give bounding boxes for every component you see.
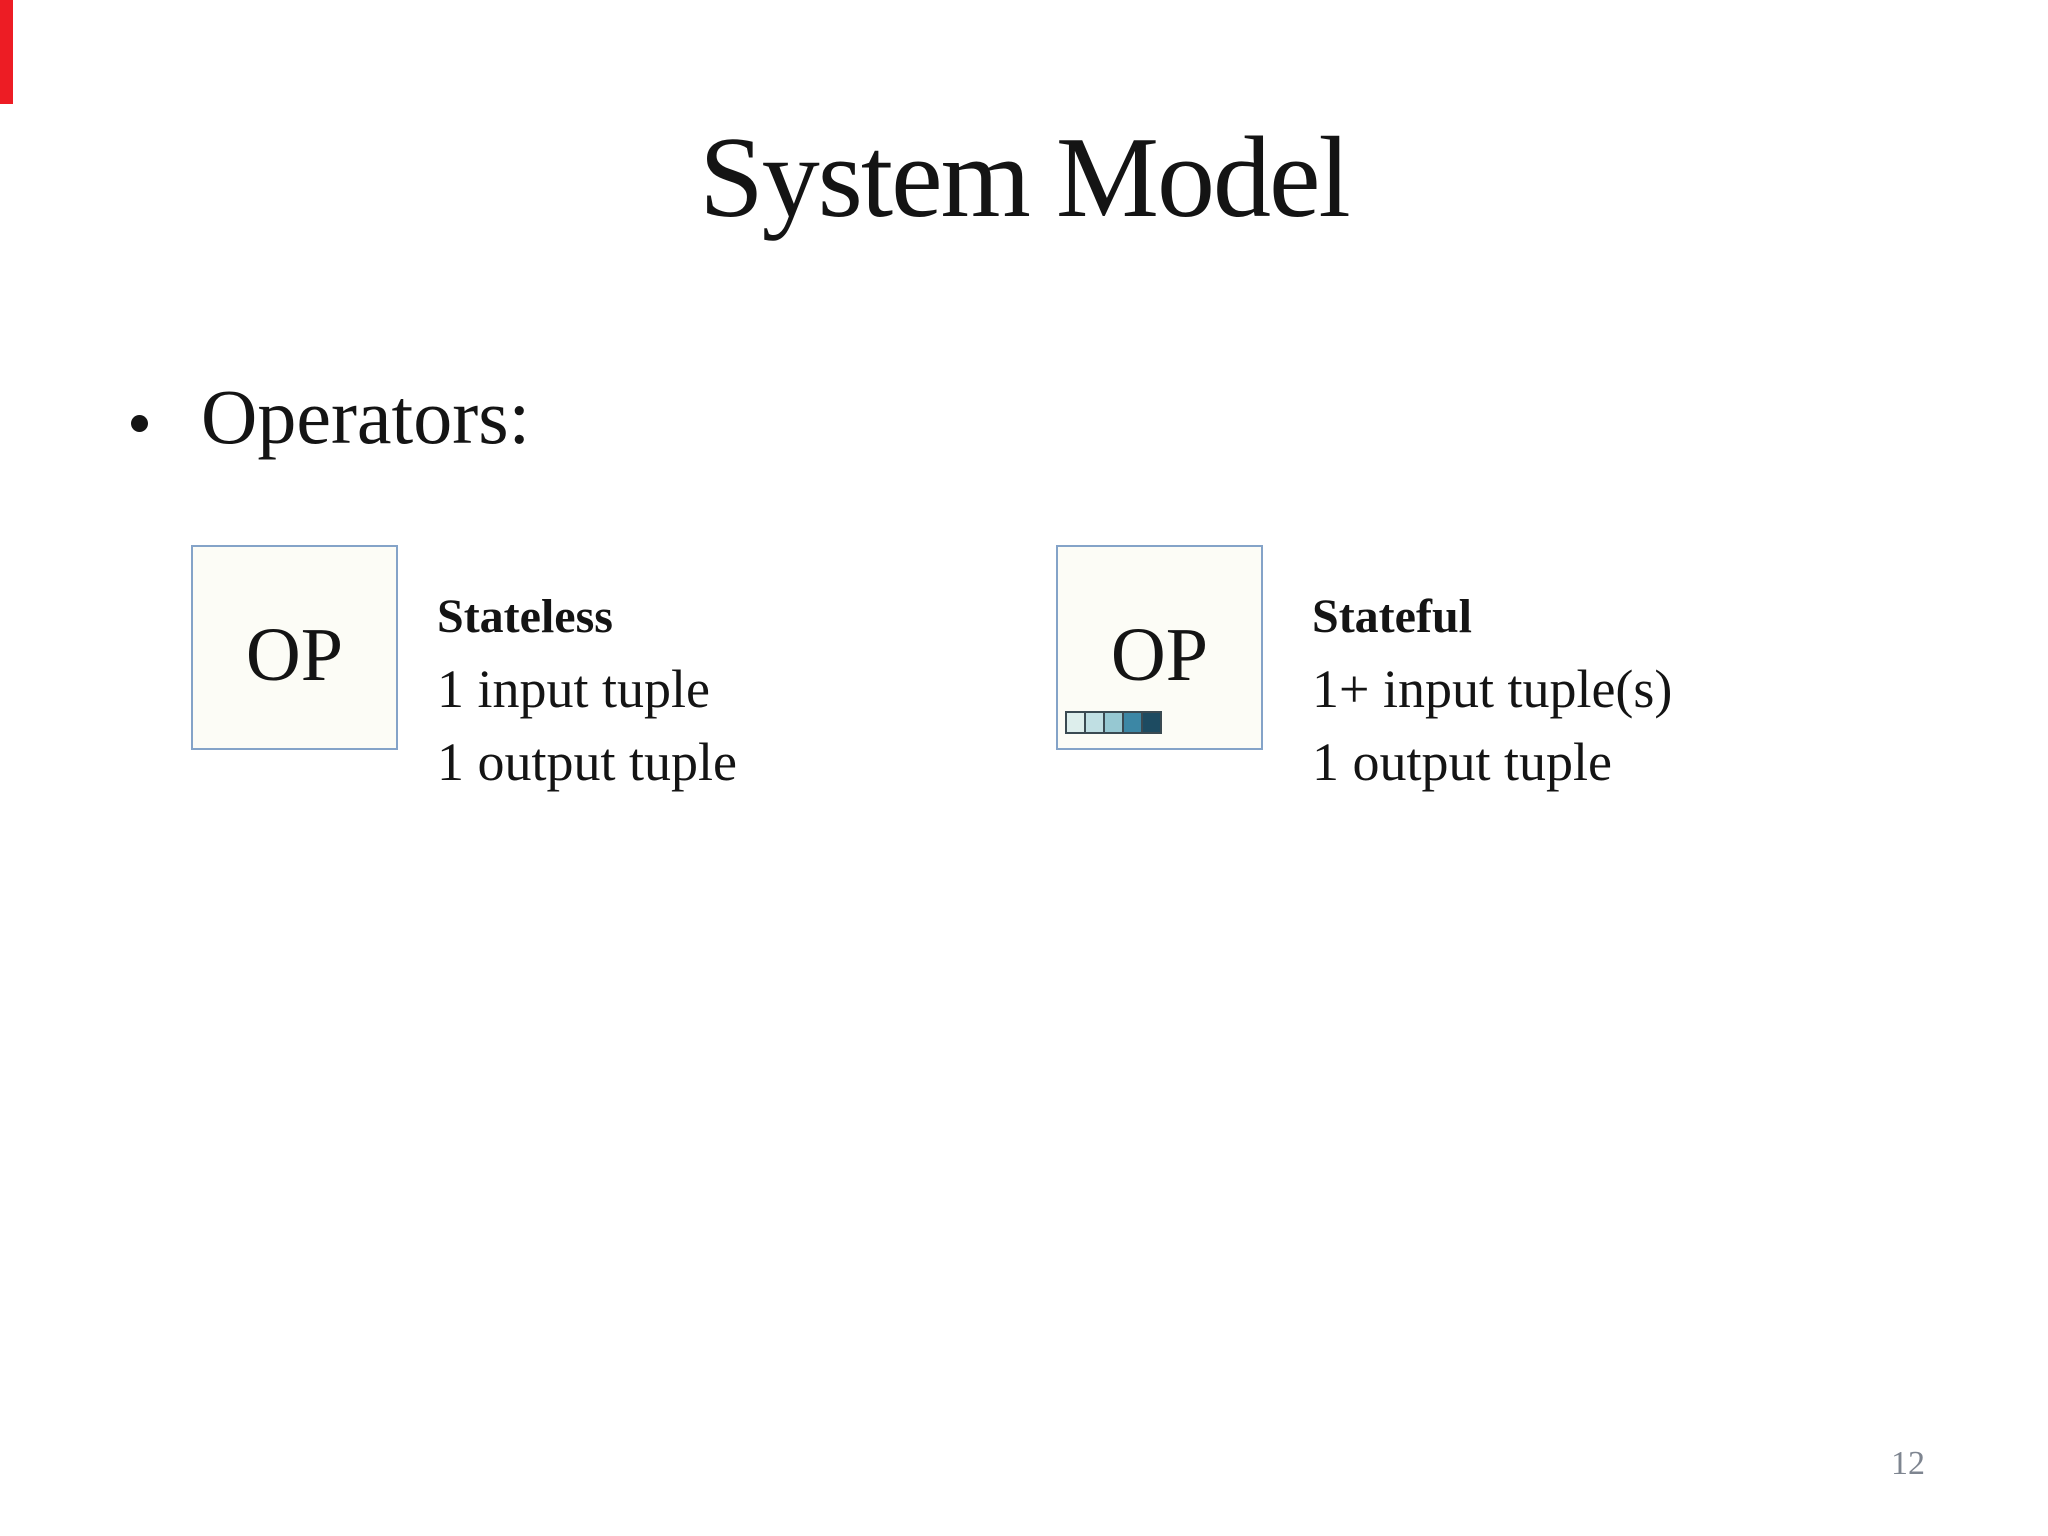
operator-type-label-stateful: Stateful — [1312, 590, 1472, 643]
state-square — [1084, 711, 1105, 734]
bullet-icon — [131, 415, 148, 432]
bullet-label: Operators: — [201, 373, 531, 460]
op-box-stateless-label: OP — [245, 613, 344, 697]
state-square — [1141, 711, 1162, 734]
op-box-stateful-label: OP — [1110, 613, 1209, 697]
operator-detail-line: 1+ input tuple(s) — [1312, 659, 1673, 719]
op-box-stateless: OP — [191, 545, 398, 750]
operator-stateless-text: Stateless 1 input tuple 1 output tuple — [437, 580, 737, 799]
op-box-stateful: OP — [1056, 545, 1263, 750]
red-accent-bar — [0, 0, 13, 104]
operator-type-label-stateless: Stateless — [437, 590, 613, 643]
page-number: 12 — [1891, 1445, 1925, 1482]
page-title: System Model — [699, 114, 1350, 242]
operator-detail-line: 1 output tuple — [1312, 732, 1612, 792]
operator-detail-line: 1 input tuple — [437, 659, 710, 719]
operator-stateful-text: Stateful 1+ input tuple(s) 1 output tupl… — [1312, 580, 1672, 799]
state-gradient-squares — [1065, 711, 1162, 734]
operator-detail-line: 1 output tuple — [437, 732, 737, 792]
bullet-item-operators: Operators: — [131, 378, 530, 456]
state-square — [1103, 711, 1124, 734]
state-square — [1122, 711, 1143, 734]
state-square — [1065, 711, 1086, 734]
